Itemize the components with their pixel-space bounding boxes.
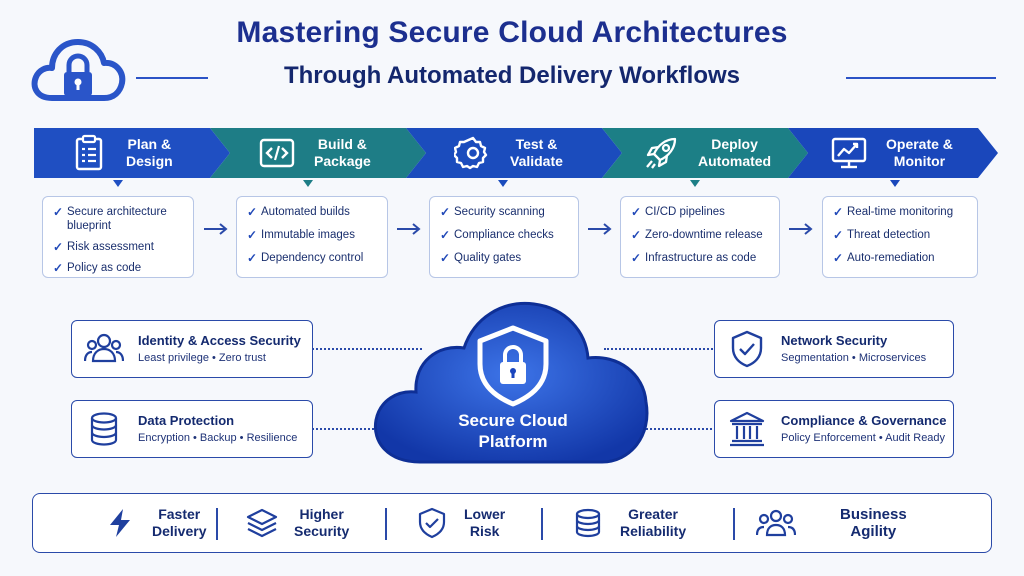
- users-icon: [84, 333, 124, 363]
- stage-label: Build &Package: [314, 136, 371, 169]
- stage-pointer: [303, 180, 313, 187]
- stage-pointer: [113, 180, 123, 187]
- stage-operate-monitor: Operate &Monitor: [792, 128, 992, 178]
- benefit-separator: [385, 508, 387, 540]
- stage-label: Operate &Monitor: [886, 136, 953, 169]
- arrow-right-icon: [397, 223, 421, 235]
- list-item: ✓Quality gates: [440, 251, 522, 265]
- stage-label: Plan &Design: [126, 136, 173, 169]
- layers-icon: [246, 508, 278, 538]
- list-item: ✓Immutable images: [247, 228, 355, 242]
- subtitle-rule-right: [846, 77, 996, 79]
- stage-test-validate: Test &Validate: [416, 128, 606, 178]
- gear-icon: [454, 136, 488, 170]
- secure-cloud-platform: [373, 301, 649, 464]
- team-icon: [756, 509, 796, 537]
- lightning-icon: [110, 509, 130, 537]
- stage-label: Test &Validate: [510, 136, 563, 169]
- feature-title: Compliance & Governance: [781, 412, 947, 428]
- list-item: ✓Automated builds: [247, 205, 350, 219]
- list-item: ✓Security scanning: [440, 205, 545, 219]
- arrow-right-icon: [204, 223, 228, 235]
- stage-pointer: [498, 180, 508, 187]
- feature-title: Network Security: [781, 332, 888, 348]
- stage-build-package: Build &Package: [220, 128, 410, 178]
- page-title: Mastering Secure Cloud Architectures: [236, 16, 788, 49]
- feature-subtitle: Least privilege • Zero trust: [138, 351, 266, 364]
- checklist-deploy-automated: ✓CI/CD pipelines ✓Zero-downtime release …: [620, 196, 780, 278]
- connector-data: [312, 428, 402, 430]
- feature-subtitle: Encryption • Backup • Resilience: [138, 431, 298, 444]
- database-icon: [575, 508, 601, 538]
- stage-pointer: [890, 180, 900, 187]
- checklist-build-package: ✓Automated builds ✓Immutable images ✓Dep…: [236, 196, 388, 278]
- clipboard-icon: [75, 134, 103, 171]
- cloud-lock-icon: [31, 39, 126, 101]
- rocket-icon: [646, 137, 677, 169]
- benefit-separator: [733, 508, 735, 540]
- shield-check-icon: [731, 330, 763, 368]
- list-item: ✓Real-time monitoring: [833, 205, 954, 219]
- checklist-test-validate: ✓Security scanning ✓Compliance checks ✓Q…: [429, 196, 579, 278]
- list-item: ✓Compliance checks: [440, 228, 554, 242]
- list-item: ✓Secure architecture blueprint: [53, 205, 167, 232]
- feature-title: Data Protection: [138, 412, 235, 428]
- pipeline-chevrons: [34, 128, 998, 178]
- list-item: ✓Zero-downtime release: [631, 228, 763, 242]
- feature-subtitle: Segmentation • Microservices: [781, 351, 927, 364]
- database-icon: [90, 412, 118, 446]
- benefit-separator: [216, 508, 218, 540]
- connector-compliance: [626, 428, 716, 430]
- connector-network: [604, 348, 716, 350]
- checklist-plan-design: ✓Secure architecture blueprint ✓Risk ass…: [42, 196, 194, 278]
- stage-plan-design: Plan &Design: [34, 128, 224, 178]
- list-item: ✓Infrastructure as code: [631, 251, 757, 265]
- arrow-right-icon: [588, 223, 612, 235]
- feature-network-security: Network Security Segmentation • Microser…: [714, 320, 954, 378]
- feature-compliance-governance: Compliance & Governance Policy Enforceme…: [714, 400, 954, 458]
- list-item: ✓Policy as code: [53, 261, 142, 275]
- stage-pointer: [690, 180, 700, 187]
- page-subtitle: Through Automated Delivery Workflows: [283, 62, 741, 89]
- feature-data-protection: Data Protection Encryption • Backup • Re…: [71, 400, 313, 458]
- connector-identity: [312, 348, 422, 350]
- feature-title: Identity & Access Security: [138, 332, 301, 348]
- list-item: ✓Dependency control: [247, 251, 364, 265]
- code-icon: [259, 138, 295, 168]
- feature-identity-access: Identity & Access Security Least privile…: [71, 320, 313, 378]
- feature-subtitle: Policy Enforcement • Audit Ready: [781, 431, 946, 444]
- list-item: ✓Threat detection: [833, 228, 931, 242]
- shield-check-icon: [418, 507, 446, 539]
- arrow-right-icon: [789, 223, 813, 235]
- shield-lock-icon: [477, 325, 549, 407]
- checklist-operate-monitor: ✓Real-time monitoring ✓Threat detection …: [822, 196, 978, 278]
- list-item: ✓Risk assessment: [53, 240, 154, 254]
- benefit-separator: [541, 508, 543, 540]
- benefits-bar: [32, 493, 992, 553]
- subtitle-rule-left: [136, 77, 208, 79]
- list-item: ✓Auto-remediation: [833, 251, 935, 265]
- institution-icon: [729, 411, 765, 447]
- list-item: ✓CI/CD pipelines: [631, 205, 725, 219]
- monitor-chart-icon: [831, 137, 867, 169]
